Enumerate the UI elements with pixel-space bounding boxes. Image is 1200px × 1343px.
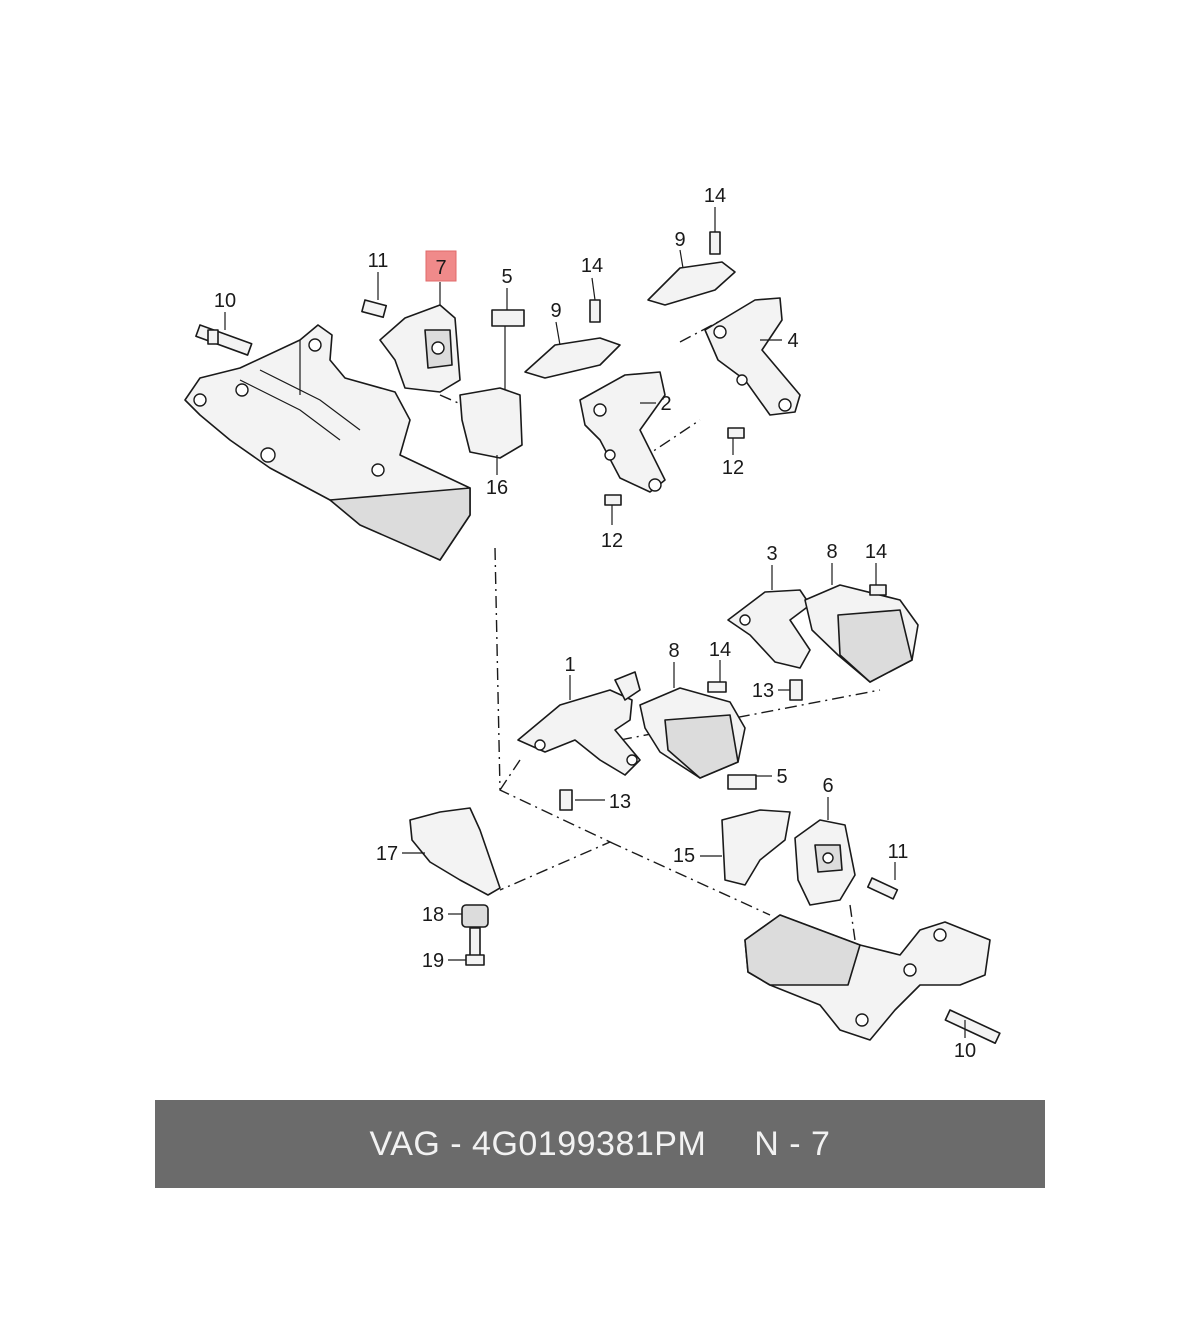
callout-11-bottom: 11 <box>888 841 909 863</box>
bracket-part-1 <box>517 671 641 776</box>
bracket-part-4 <box>704 297 801 416</box>
callout-12-right: 12 <box>722 457 744 479</box>
subframe-lower-right <box>744 914 1001 1045</box>
subframe-upper-left <box>184 324 471 561</box>
callout-15: 15 <box>673 845 695 867</box>
bolt-part-11b <box>866 877 899 900</box>
callout-5-bottom: 5 <box>776 766 787 788</box>
leader-lines <box>224 207 966 1038</box>
callout-14-mid: 14 <box>581 255 603 277</box>
support-part-17 <box>409 807 501 896</box>
callout-13-left: 13 <box>609 791 631 813</box>
callout-7: 7 <box>435 257 446 279</box>
callout-8-right: 8 <box>826 541 837 563</box>
part-number-banner: VAG - 4G0199381PM N - 7 <box>155 1100 1045 1188</box>
callout-labels: 7 11 5 14 9 14 9 10 4 2 16 12 12 3 8 14 … <box>214 185 976 1062</box>
callout-11-top: 11 <box>368 250 389 272</box>
callout-3: 3 <box>766 543 777 565</box>
bolt-part-19 <box>465 927 485 966</box>
cover-part-8a <box>804 584 919 683</box>
bracket-part-15 <box>721 809 791 886</box>
engine-mount-part-7 <box>361 299 461 393</box>
clip-part-5b <box>727 774 757 790</box>
callout-12-left: 12 <box>601 530 623 552</box>
callout-5-top: 5 <box>501 266 512 288</box>
callout-10-top: 10 <box>214 290 236 312</box>
bushing-part-18 <box>461 904 489 928</box>
callout-17: 17 <box>376 843 398 865</box>
callout-9-right: 9 <box>674 229 685 251</box>
callout-10-bottom: 10 <box>954 1040 976 1062</box>
callout-14-center: 14 <box>709 639 731 661</box>
cover-part-8b <box>639 687 746 779</box>
heat-shield-part-9b <box>647 261 736 306</box>
callout-2: 2 <box>660 393 671 415</box>
bolts-middle <box>559 584 887 811</box>
callout-19: 19 <box>422 950 444 972</box>
part-number-text: VAG - 4G0199381PM <box>369 1124 707 1163</box>
callout-13-right: 13 <box>752 680 774 702</box>
callout-18: 18 <box>422 904 444 926</box>
highlight-box <box>425 250 457 282</box>
callout-1: 1 <box>564 654 575 676</box>
callout-16: 16 <box>486 477 508 499</box>
bracket-part-3 <box>727 589 811 669</box>
bracket-part-2 <box>579 371 666 493</box>
heat-shield-part-9a <box>524 337 621 379</box>
callout-9-left: 9 <box>550 300 561 322</box>
diagram-reference-text: N - 7 <box>754 1124 831 1163</box>
callout-8-center: 8 <box>668 640 679 662</box>
callout-6: 6 <box>822 775 833 797</box>
callout-14-right: 14 <box>865 541 887 563</box>
mount-part-6 <box>794 819 856 906</box>
callout-14-top: 14 <box>704 185 726 207</box>
callout-4: 4 <box>787 330 798 352</box>
bracket-part-16 <box>459 309 525 459</box>
